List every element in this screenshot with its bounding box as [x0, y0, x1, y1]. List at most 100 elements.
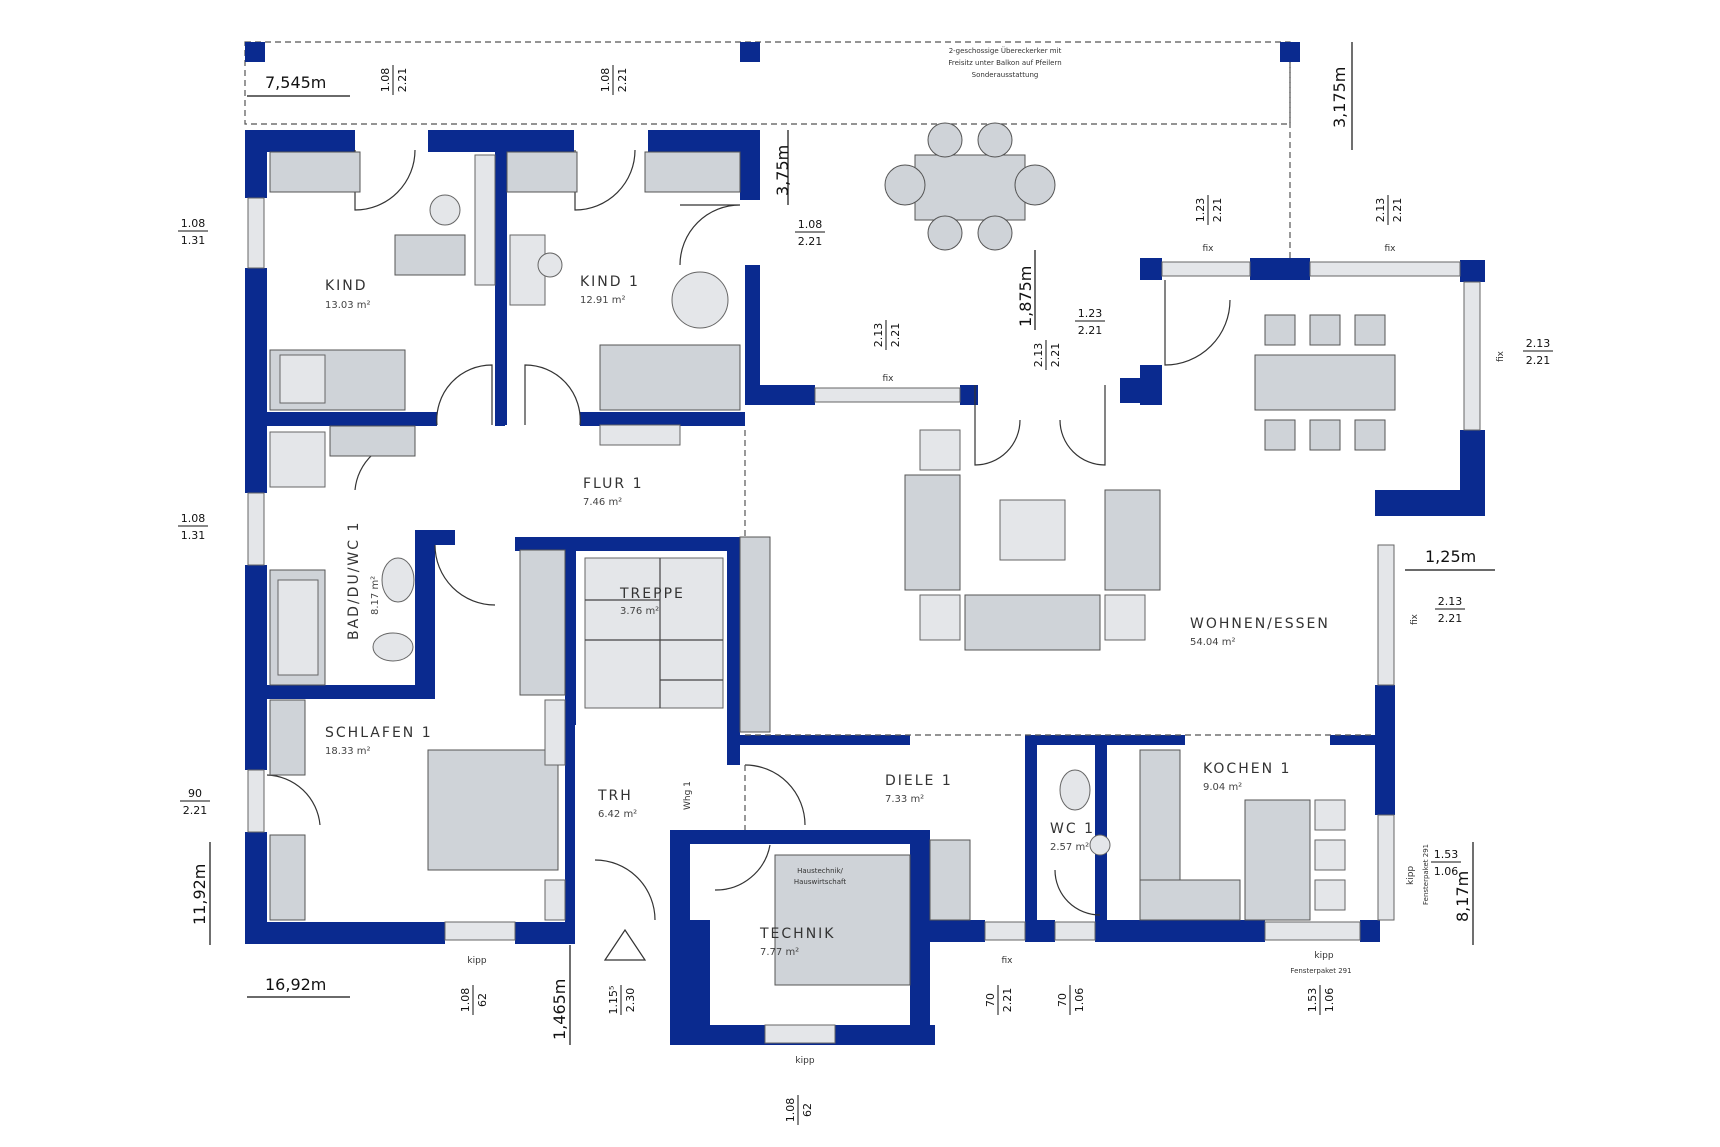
kipp-label-2: kipp: [795, 1056, 814, 1066]
frac-w10-top: 2.13: [1526, 337, 1551, 350]
frac-w4-top: 1.08: [798, 218, 823, 231]
frac-w5-bottom: 2.21: [1211, 198, 1224, 223]
walls: [245, 130, 1485, 1045]
room-area-wohnen: 54.04 m²: [1190, 637, 1236, 648]
balcony-note-3: Sonderausstattung: [972, 71, 1039, 79]
room-name-trh: TRH: [597, 788, 633, 804]
frac-w12-top: 2.13: [1438, 595, 1463, 608]
room-area-bad: 8.17 m²: [370, 576, 381, 615]
balcony-outline: [244, 41, 1300, 260]
frac-w1-bottom: 2.21: [396, 68, 409, 93]
frac-w20-bottom: 62: [801, 1103, 814, 1117]
frac-w15-top: 1.08: [459, 988, 472, 1013]
room-name-kind1: KIND 1: [580, 274, 640, 290]
frac-w11-bottom: 1.31: [181, 529, 206, 542]
haustechnik-1: Haustechnik/: [797, 867, 843, 875]
dim-right-height: 8,17m: [1453, 871, 1472, 922]
room-area-technik: 7.77 m²: [760, 947, 799, 958]
kipp-label-4: kipp: [1406, 866, 1416, 885]
dim-top-left: 7,545m: [265, 73, 326, 92]
frac-w18-bottom: 1.06: [1073, 988, 1086, 1013]
frac-w3-bottom: 1.31: [181, 234, 206, 247]
room-name-treppe: TREPPE: [619, 586, 685, 602]
dim-entrance-depth: 1,465m: [550, 979, 569, 1040]
frac-w20-top: 1.08: [784, 1098, 797, 1123]
frac-w1-top: 1.08: [379, 68, 392, 93]
frac-w11-top: 1.08: [181, 512, 206, 525]
frac-w2-bottom: 2.21: [616, 68, 629, 93]
fix-label-1: fix: [883, 374, 895, 384]
dim-kind1-right: 3,75m: [773, 145, 792, 196]
dim-wohnen-top: 1,875m: [1016, 266, 1035, 327]
kipp-label-3: kipp: [1314, 951, 1333, 961]
frac-w14-bottom: 1.06: [1434, 865, 1459, 878]
doors: [266, 149, 1231, 921]
whg-label: Whg 1: [683, 781, 693, 810]
dim-left-height: 11,92m: [190, 864, 209, 925]
frac-w4-bottom: 2.21: [798, 235, 823, 248]
room-name-technik: TECHNIK: [759, 926, 835, 942]
frac-w6-bottom: 2.21: [1391, 198, 1404, 223]
room-name-wohnen: WOHNEN/ESSEN: [1190, 616, 1330, 632]
room-area-schlafen1: 18.33 m²: [325, 746, 371, 757]
kipp-label-1: kipp: [467, 956, 486, 966]
entrance-arrow-icon: [603, 928, 647, 961]
room-name-schlafen1: SCHLAFEN 1: [325, 725, 433, 741]
fix-label-4: fix: [1496, 350, 1506, 362]
room-name-bad: BAD/DU/WC 1: [346, 521, 362, 640]
fensterpaket-label-2: Fensterpaket 291: [1422, 844, 1430, 905]
room-area-flur1: 7.46 m²: [583, 497, 622, 508]
frac-w9-bottom: 2.21: [1078, 324, 1103, 337]
window-size-labels: 1.08 1.31 1.08 1.31 90 2.21 1.08 2.21 1.…: [178, 65, 1553, 1125]
room-area-trh: 6.42 m²: [598, 809, 637, 820]
frac-w6-top: 2.13: [1374, 198, 1387, 223]
room-area-kind1: 12.91 m²: [580, 295, 626, 306]
room-name-kochen1: KOCHEN 1: [1203, 761, 1291, 777]
fensterpaket-label-1: Fensterpaket 291: [1290, 967, 1351, 975]
frac-w10-bottom: 2.21: [1526, 354, 1551, 367]
dimensions: 7,545m 3,175m 3,75m 1,875m 1,25m 11,92m …: [190, 42, 1495, 1045]
room-area-treppe: 3.76 m²: [620, 606, 659, 617]
fix-label-6: fix: [1002, 956, 1014, 966]
frac-w12-bottom: 2.21: [1438, 612, 1463, 625]
furniture: [269, 122, 1396, 986]
frac-w15-bottom: 62: [476, 993, 489, 1007]
room-name-diele1: DIELE 1: [885, 773, 953, 789]
balcony-note-2: Freisitz unter Balkon auf Pfeilern: [948, 59, 1061, 67]
frac-w18-top: 70: [1056, 993, 1069, 1007]
frac-w5-top: 1.23: [1194, 198, 1207, 223]
frac-w14-top: 1.53: [1434, 848, 1459, 861]
frac-w7-top: 2.13: [872, 323, 885, 348]
frac-w17-top: 70: [984, 993, 997, 1007]
dim-right-side: 1,25m: [1425, 547, 1476, 566]
fix-label-5: fix: [1410, 613, 1420, 625]
balcony-note-1: 2-geschossige Übereckerker mit: [949, 46, 1062, 55]
frac-w9-top: 1.23: [1078, 307, 1103, 320]
room-area-kind: 13.03 m²: [325, 300, 371, 311]
frac-w3-top: 1.08: [181, 217, 206, 230]
room-area-wc1: 2.57 m²: [1050, 842, 1089, 853]
room-area-kochen1: 9.04 m²: [1203, 782, 1242, 793]
room-name-kind: KIND: [325, 278, 368, 294]
room-area-diele1: 7.33 m²: [885, 794, 924, 805]
haustechnik-2: Hauswirtschaft: [794, 878, 846, 886]
frac-w16-top: 1.15⁵: [607, 986, 620, 1015]
dim-bottom-width: 16,92m: [265, 975, 326, 994]
frac-w13-top: 90: [188, 787, 202, 800]
fix-label-3: fix: [1385, 244, 1397, 254]
frac-w19-bottom: 1.06: [1323, 988, 1336, 1013]
frac-w8-top: 2.13: [1032, 343, 1045, 368]
frac-w7-bottom: 2.21: [889, 323, 902, 348]
notes: 2-geschossige Übereckerker mit Freisitz …: [467, 46, 1506, 1066]
fix-label-2: fix: [1203, 244, 1215, 254]
frac-w19-top: 1.53: [1306, 988, 1319, 1013]
frac-w2-top: 1.08: [599, 68, 612, 93]
room-name-wc1: WC 1: [1050, 821, 1095, 837]
room-name-flur1: FLUR 1: [583, 476, 644, 492]
windows: [247, 197, 1481, 1044]
dim-top-right: 3,175m: [1330, 67, 1349, 128]
frac-w8-bottom: 2.21: [1049, 343, 1062, 368]
room-labels: KIND 13.03 m² KIND 1 12.91 m² FLUR 1 7.4…: [325, 274, 1330, 958]
frac-w16-bottom: 2.30: [624, 988, 637, 1013]
